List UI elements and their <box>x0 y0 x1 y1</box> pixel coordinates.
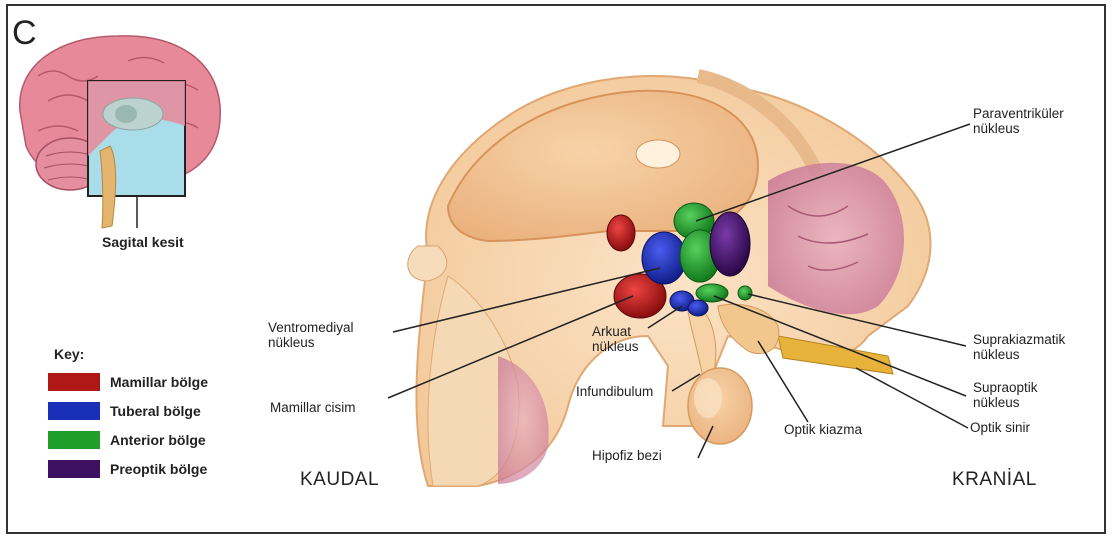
key-item-mamillary: Mamillar bölge <box>48 372 208 392</box>
key-item-preoptic: Preoptik bölge <box>48 459 207 479</box>
key-swatch-preoptic <box>48 460 100 478</box>
label-mamillary-body: Mamillar cisim <box>270 400 356 415</box>
suprachiasmatic-nucleus-shape <box>738 286 752 300</box>
key-swatch-mamillary <box>48 373 100 391</box>
key-swatch-anterior <box>48 431 100 449</box>
label-infundibulum: Infundibulum <box>576 384 653 399</box>
key-swatch-tuberal <box>48 402 100 420</box>
posterior-red-nucleus <box>607 215 635 251</box>
key-item-tuberal: Tuberal bölge <box>48 401 201 421</box>
brainstem <box>100 146 116 228</box>
label-pituitary-gland: Hipofiz bezi <box>592 448 662 463</box>
label-optic-nerve: Optik sinir <box>970 420 1030 435</box>
label-optic-chiasm: Optik kiazma <box>784 422 862 437</box>
panel-letter: C <box>12 14 37 53</box>
key-title: Key: <box>54 346 84 362</box>
brain-inset <box>20 36 221 228</box>
direction-caudal: KAUDAL <box>300 469 379 491</box>
hypothalamus-illustration <box>8 6 1106 534</box>
preoptic-shape <box>710 212 750 276</box>
inset-caption: Sagital kesit <box>102 234 184 250</box>
ventromedial-nucleus-shape <box>642 232 686 284</box>
key-item-anterior: Anterior bölge <box>48 430 206 450</box>
direction-cranial: KRANİAL <box>952 469 1037 491</box>
